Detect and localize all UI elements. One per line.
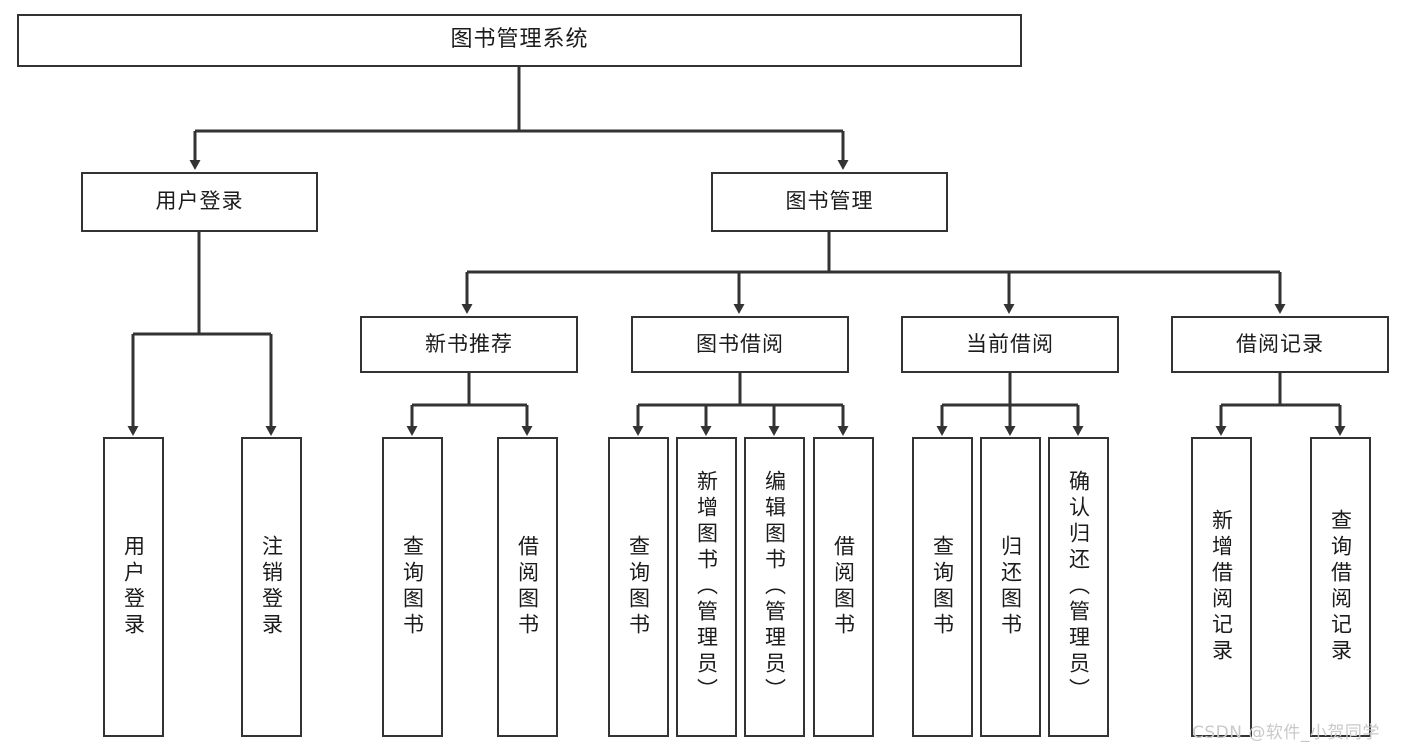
node-label: 借阅记录	[1236, 331, 1324, 356]
node-label: 图书借阅	[696, 331, 784, 356]
node-label: 归还图书	[998, 535, 1023, 639]
node-label: 查询图书	[400, 535, 425, 639]
leaf-confirm-return-admin[interactable]: 确认归还（管理员）	[1048, 437, 1109, 737]
node-borrow-record[interactable]: 借阅记录	[1171, 316, 1389, 373]
node-label: 新增借阅记录	[1209, 509, 1234, 665]
leaf-query-book-borrow[interactable]: 查询图书	[608, 437, 669, 737]
leaf-logout-login[interactable]: 注销登录	[241, 437, 302, 737]
leaf-edit-book-admin[interactable]: 编辑图书（管理员）	[744, 437, 805, 737]
node-label: 查询借阅记录	[1328, 509, 1353, 665]
leaf-return-book[interactable]: 归还图书	[980, 437, 1041, 737]
node-label: 当前借阅	[966, 331, 1054, 356]
node-label: 新书推荐	[425, 331, 513, 356]
node-label: 图书管理	[785, 189, 874, 214]
leaf-user-login[interactable]: 用户登录	[103, 437, 164, 737]
node-book-management[interactable]: 图书管理	[711, 172, 948, 232]
node-label: 借阅图书	[831, 535, 856, 639]
node-root-book-management-system[interactable]: 图书管理系统	[17, 14, 1022, 67]
leaf-borrow-book-borrow[interactable]: 借阅图书	[813, 437, 874, 737]
node-label: 注销登录	[259, 535, 284, 639]
node-new-book-recommend[interactable]: 新书推荐	[360, 316, 578, 373]
leaf-borrow-book-new-recommend[interactable]: 借阅图书	[497, 437, 558, 737]
leaf-query-book-current[interactable]: 查询图书	[912, 437, 973, 737]
node-book-borrow[interactable]: 图书借阅	[631, 316, 849, 373]
node-label: 查询图书	[626, 535, 651, 639]
leaf-query-book-new-recommend[interactable]: 查询图书	[382, 437, 443, 737]
node-label: 新增图书（管理员）	[694, 470, 719, 704]
node-label: 用户登录	[121, 535, 146, 639]
node-label: 图书管理系统	[450, 27, 589, 53]
node-user-login[interactable]: 用户登录	[81, 172, 318, 232]
leaf-add-borrow-record[interactable]: 新增借阅记录	[1191, 437, 1252, 737]
node-label: 确认归还（管理员）	[1066, 470, 1091, 704]
leaf-add-book-admin[interactable]: 新增图书（管理员）	[676, 437, 737, 737]
leaf-query-borrow-record[interactable]: 查询借阅记录	[1310, 437, 1371, 737]
node-label: 借阅图书	[515, 535, 540, 639]
csdn-watermark: CSDN @软件_小贺同学	[1192, 723, 1380, 743]
node-label: 查询图书	[930, 535, 955, 639]
node-label: 用户登录	[155, 189, 244, 214]
node-label: 编辑图书（管理员）	[762, 470, 787, 704]
node-current-borrow[interactable]: 当前借阅	[901, 316, 1119, 373]
